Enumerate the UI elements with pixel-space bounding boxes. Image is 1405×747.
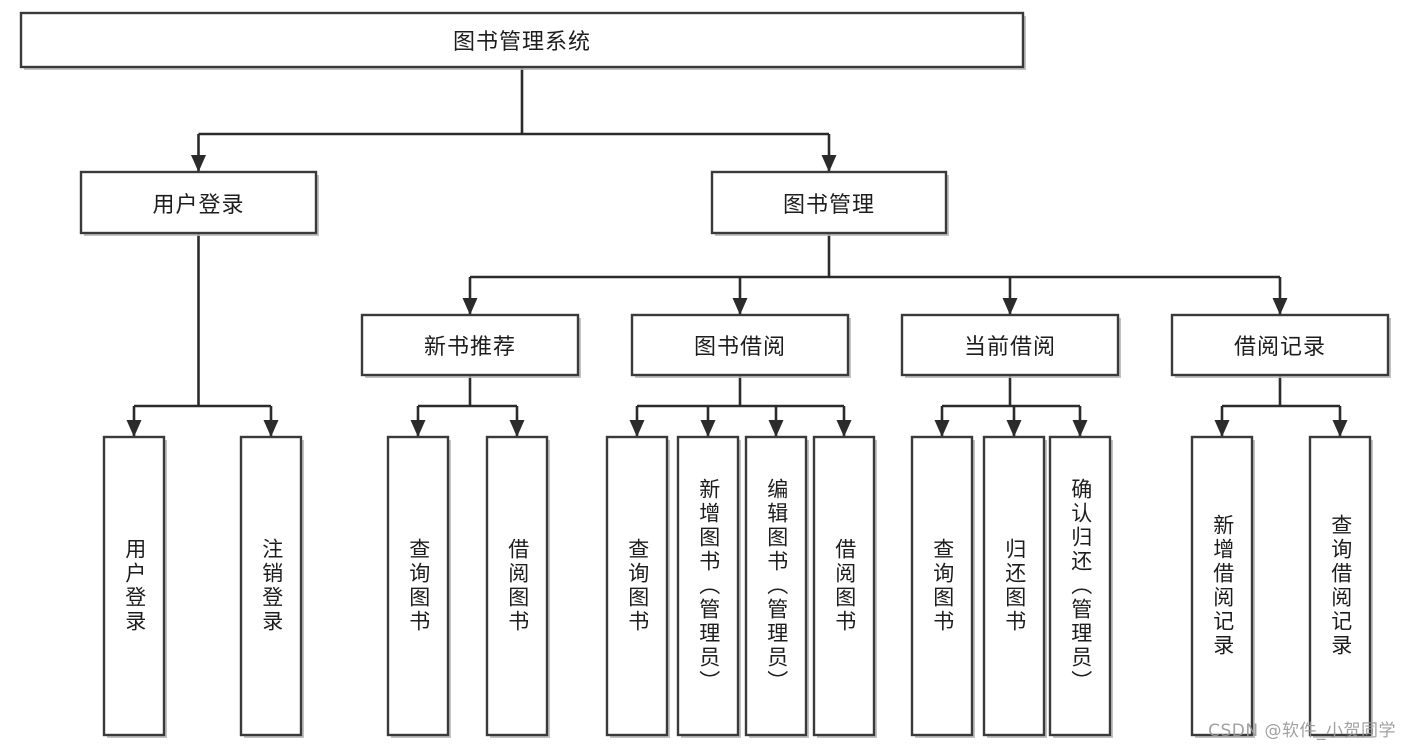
connector-group-root bbox=[191, 67, 837, 172]
node-rect[interactable] bbox=[630, 313, 850, 377]
arrow-head-icon bbox=[1332, 420, 1348, 437]
node-new-book-recommend[interactable] bbox=[360, 313, 581, 378]
connector-group-book-management bbox=[462, 233, 1288, 315]
node-leaf-query-book-3[interactable] bbox=[910, 435, 975, 738]
connector-group-current-borrow bbox=[934, 375, 1088, 437]
arrow-head-icon bbox=[263, 420, 279, 437]
node-current-borrow[interactable] bbox=[900, 313, 1121, 378]
node-rect[interactable] bbox=[1170, 313, 1390, 377]
node-rect[interactable] bbox=[386, 435, 450, 737]
node-leaf-query-book-2[interactable] bbox=[605, 435, 670, 738]
node-rect[interactable] bbox=[19, 11, 1025, 69]
arrow-head-icon bbox=[1272, 298, 1288, 315]
connector-group-book-borrow bbox=[629, 375, 852, 437]
node-leaf-query-book-1[interactable] bbox=[386, 435, 451, 738]
arrow-head-icon bbox=[700, 420, 716, 437]
node-leaf-query-record[interactable] bbox=[1308, 435, 1373, 738]
node-borrow-record[interactable] bbox=[1170, 313, 1391, 378]
node-rect[interactable] bbox=[676, 435, 740, 737]
node-box-layer bbox=[19, 11, 1391, 738]
node-rect[interactable] bbox=[1308, 435, 1372, 737]
arrow-head-icon bbox=[1072, 420, 1088, 437]
arrow-head-icon bbox=[836, 420, 852, 437]
node-rect[interactable] bbox=[982, 435, 1046, 737]
node-leaf-edit-book[interactable] bbox=[744, 435, 809, 738]
node-leaf-borrow-book-1[interactable] bbox=[485, 435, 550, 738]
node-user-login[interactable] bbox=[79, 170, 319, 236]
node-rect[interactable] bbox=[1048, 435, 1112, 737]
arrow-head-icon bbox=[1006, 420, 1022, 437]
node-leaf-logout[interactable] bbox=[239, 435, 304, 738]
connector-group-user-login bbox=[126, 233, 279, 437]
arrow-head-icon bbox=[462, 298, 478, 315]
node-rect[interactable] bbox=[485, 435, 549, 737]
node-rect[interactable] bbox=[900, 313, 1120, 377]
arrow-head-icon bbox=[191, 155, 206, 172]
node-rect[interactable] bbox=[710, 170, 948, 235]
arrow-head-icon bbox=[126, 420, 142, 437]
node-rect[interactable] bbox=[1190, 435, 1254, 737]
arrow-head-icon bbox=[1002, 298, 1018, 315]
node-root[interactable] bbox=[19, 11, 1026, 70]
node-leaf-return-book[interactable] bbox=[982, 435, 1047, 738]
arrow-head-icon bbox=[1214, 420, 1230, 437]
connector-group-borrow-record bbox=[1214, 375, 1348, 437]
node-leaf-borrow-book-2[interactable] bbox=[812, 435, 877, 738]
node-rect[interactable] bbox=[910, 435, 974, 737]
arrow-head-icon bbox=[821, 155, 837, 172]
arrow-head-icon bbox=[768, 420, 784, 437]
arrow-head-icon bbox=[732, 298, 748, 315]
connector-layer bbox=[126, 67, 1348, 437]
node-leaf-add-book[interactable] bbox=[676, 435, 741, 738]
node-leaf-user-login[interactable] bbox=[102, 435, 167, 738]
node-leaf-confirm-return[interactable] bbox=[1048, 435, 1113, 738]
node-rect[interactable] bbox=[102, 435, 166, 737]
connector-group-new-book-recommend bbox=[410, 375, 525, 437]
node-rect[interactable] bbox=[605, 435, 669, 737]
node-rect[interactable] bbox=[239, 435, 303, 737]
node-rect[interactable] bbox=[744, 435, 808, 737]
node-book-management[interactable] bbox=[710, 170, 949, 236]
arrow-head-icon bbox=[410, 420, 426, 437]
node-leaf-add-record[interactable] bbox=[1190, 435, 1255, 738]
node-rect[interactable] bbox=[812, 435, 876, 737]
watermark-text: CSDN @软件_小贺同学 bbox=[1208, 721, 1396, 741]
node-rect[interactable] bbox=[360, 313, 580, 377]
arrow-head-icon bbox=[509, 420, 525, 437]
node-rect[interactable] bbox=[79, 170, 318, 235]
node-book-borrow[interactable] bbox=[630, 313, 851, 378]
arrow-head-icon bbox=[629, 420, 645, 437]
arrow-head-icon bbox=[934, 420, 950, 437]
